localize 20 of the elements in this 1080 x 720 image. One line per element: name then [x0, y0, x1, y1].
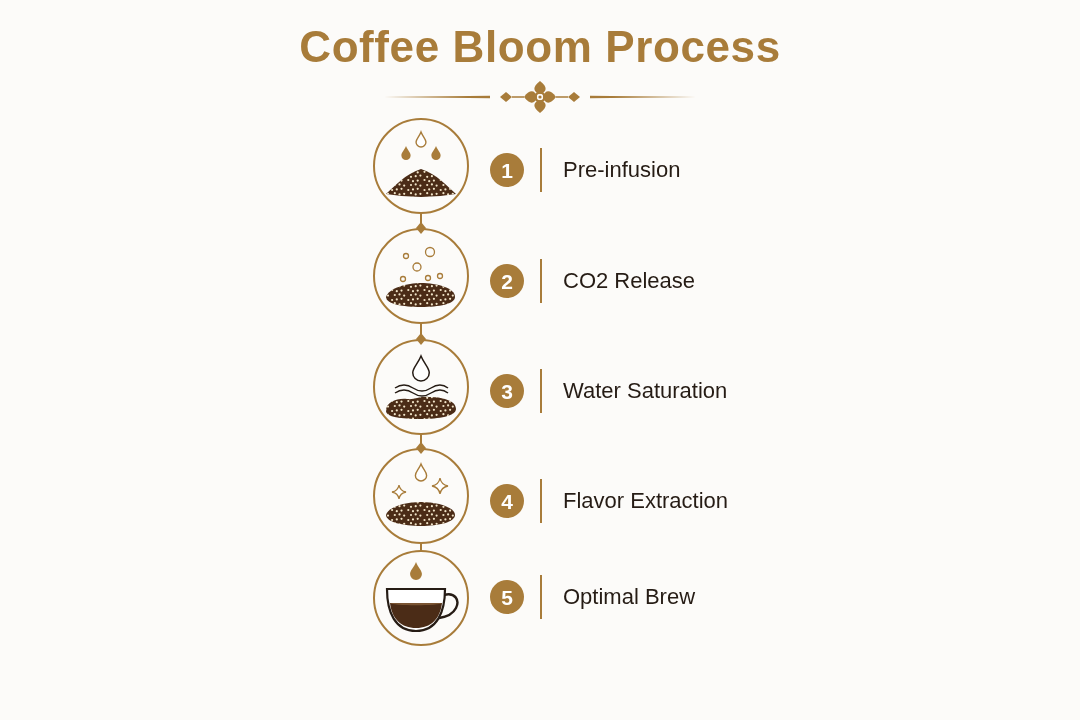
step-number-badge: 4: [490, 484, 524, 518]
connector-line: [416, 213, 426, 234]
step-circle: [373, 448, 469, 544]
connector-line: [416, 434, 426, 454]
title: Coffee Bloom Process: [299, 21, 781, 73]
step-number-badge: 3: [490, 374, 524, 408]
step-circle: [373, 228, 469, 324]
step-circle: [373, 339, 469, 435]
step-circle: [373, 550, 469, 646]
step-label: Pre-infusion: [563, 157, 681, 183]
step-number-badge: 2: [490, 264, 524, 298]
step-circle: [373, 118, 469, 214]
step-label: CO2 Release: [563, 268, 696, 294]
step-label: Flavor Extraction: [563, 488, 729, 514]
connector-line: [420, 543, 422, 551]
step-number-badge: 1: [490, 153, 524, 187]
step-number-badge: 5: [490, 580, 524, 614]
step-label: Water Saturation: [563, 378, 728, 404]
step-label: Optimal Brew: [563, 584, 696, 610]
connector-line: [416, 323, 426, 345]
